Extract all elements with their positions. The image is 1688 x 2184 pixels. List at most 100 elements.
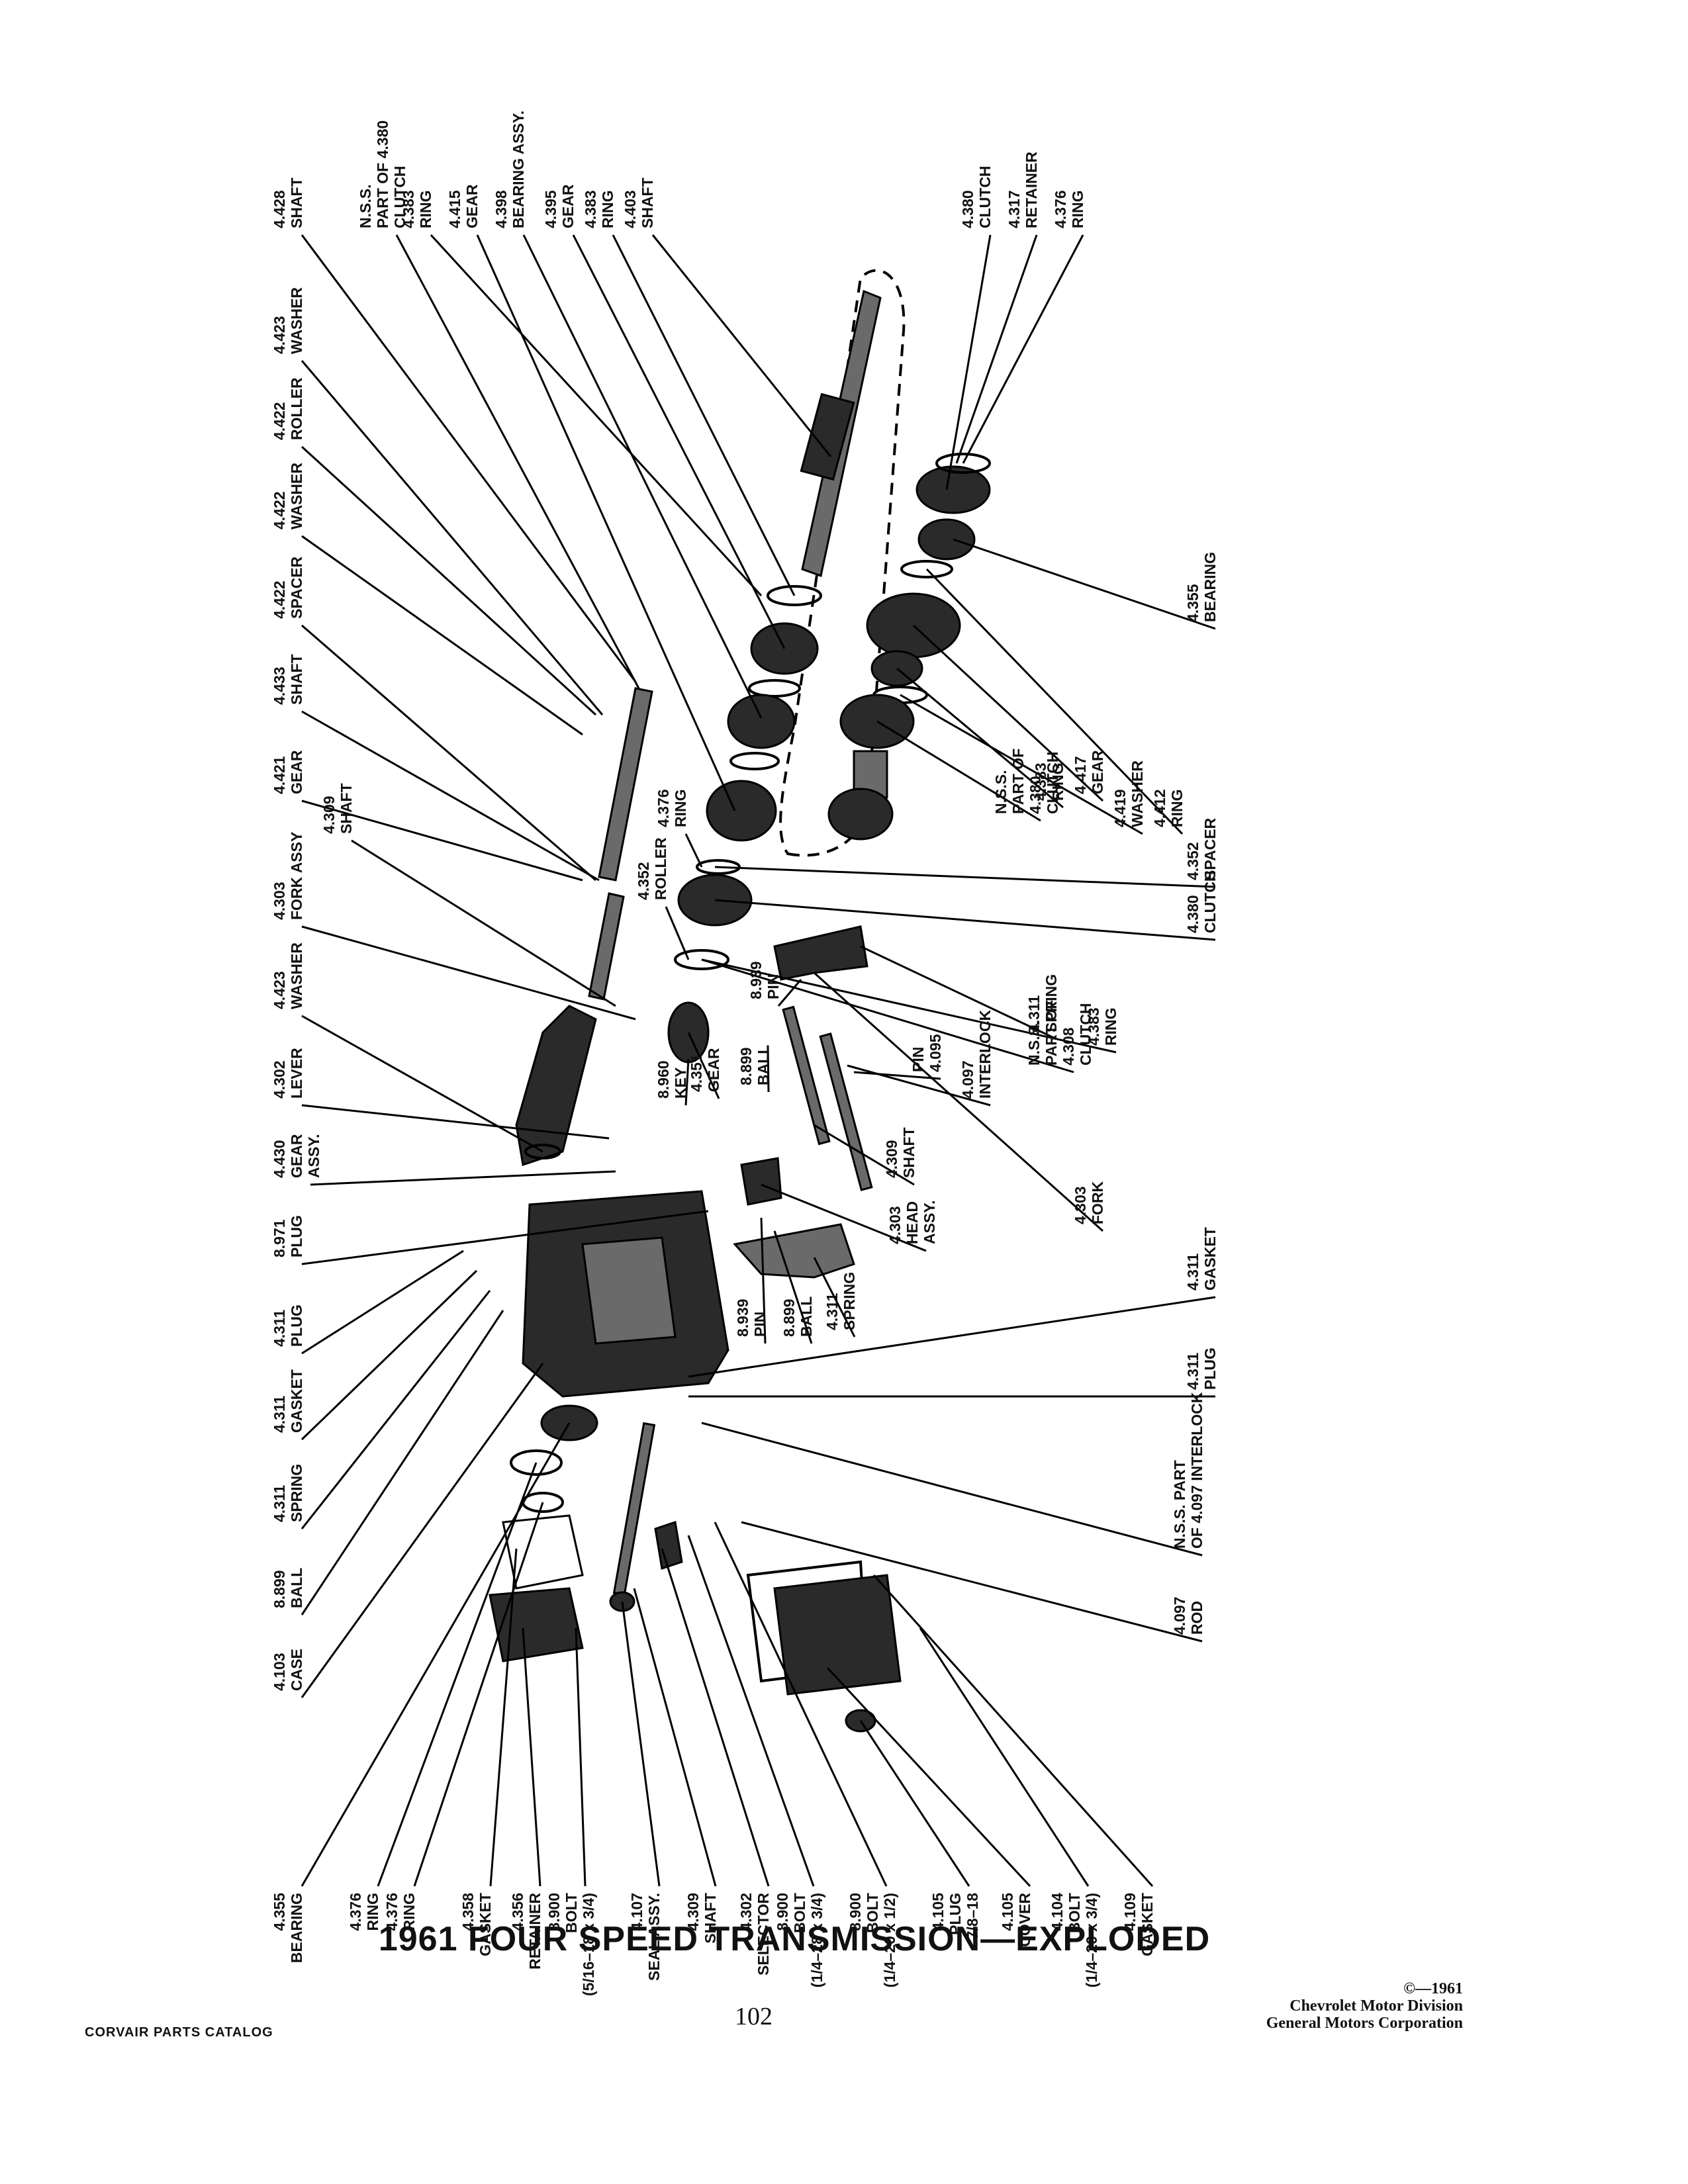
callout-line: INTERLOCK (976, 1009, 994, 1099)
callout-line: 4.376 (1052, 190, 1069, 228)
callout-text: 4.352SPACER (1184, 817, 1219, 880)
callout-line: CLUTCH (1077, 1003, 1094, 1066)
callout-line: PLUG (947, 1893, 964, 1935)
leader-line (301, 1250, 464, 1355)
callout-line: 4.358 (459, 1893, 477, 1931)
leader-line (476, 234, 736, 811)
callout-text: 4.383RING (400, 190, 434, 228)
ring-small (748, 679, 801, 698)
leader-line (714, 899, 1216, 941)
leader-line (760, 1217, 767, 1344)
callout-text: 4.309SHAFT (684, 1893, 719, 1944)
callout-left-15: 8.899BALL (271, 1568, 305, 1608)
page-title: 1961 FOUR SPEED TRANSMISSION—EXPLODED (378, 1920, 1211, 1958)
leader-line (953, 538, 1216, 630)
callout-line: 4.380 (1184, 895, 1201, 933)
leader-line (701, 958, 1074, 1073)
callout-text: 4.383RING (1032, 762, 1066, 801)
callout-line: ASSY. (305, 1134, 322, 1178)
callout-line: 4.352 (1184, 842, 1201, 880)
callout-line: RETAINER (1023, 152, 1040, 228)
callout-line: PLUG (1201, 1347, 1219, 1390)
copyright-year: ©—1961 (1403, 1980, 1463, 1997)
callout-line: ROD (1188, 1601, 1205, 1635)
callout-line: BEARING (288, 1893, 305, 1963)
callout-line: 4.423 (271, 971, 288, 1009)
callout-left-3: 4.422SPACER (271, 556, 305, 619)
leader-line (847, 1064, 991, 1107)
retainer-ring (935, 453, 991, 474)
leader-line (665, 906, 690, 960)
leader-line (900, 694, 1143, 835)
callout-line: GEAR (559, 184, 577, 228)
callout-line: PIN (751, 1312, 769, 1337)
callout-line: 4.383 (400, 190, 417, 228)
callout-line: 8.971 (271, 1219, 288, 1257)
shaft-4309-lower (612, 1422, 656, 1596)
callout-line: WASHER (1129, 760, 1146, 827)
callout-line: PIN (765, 974, 782, 999)
copyright-division: Chevrolet Motor Division (1289, 1997, 1463, 2015)
callout-line: 8.899 (737, 1047, 755, 1085)
retainer-4356 (489, 1587, 584, 1662)
callout-line: 4.303 (271, 882, 288, 920)
callout-line: SPACER (288, 556, 305, 619)
callout-line: 8.900 (847, 1893, 864, 1931)
callout-text: 4.395GEAR (542, 184, 577, 228)
callout-line: 4.308 (1060, 1027, 1077, 1066)
callout-right-8: 4.383RING (1085, 1007, 1119, 1046)
callout-line: 4.311 (271, 1396, 288, 1433)
callout-line: 4.351 (688, 1054, 705, 1092)
leader-line (301, 624, 596, 882)
callout-line: SHAFT (702, 1893, 719, 1944)
leader-line (301, 1310, 504, 1615)
callout-text: 4.398BEARING ASSY. (492, 111, 527, 228)
callout-line: RING (417, 191, 434, 229)
callout-bottom-10: 8.900BOLT(1/4–20 x 1/2) (847, 1893, 898, 1987)
callout-line: GEAR (288, 1134, 305, 1178)
callout-left-8: 4.423WASHER (271, 942, 305, 1009)
callout-line: (5/16–18 x 3/4) (580, 1893, 597, 1996)
callout-line: 8.900 (774, 1893, 791, 1931)
callout-line: BOLT (1066, 1893, 1083, 1933)
callout-line: N.S.S. (1025, 1022, 1043, 1066)
leader-line (896, 667, 1064, 809)
callout-line: BOLT (864, 1893, 881, 1933)
callout-right-1: N.S.S.PART OF4.380CLUTCH (992, 749, 1061, 814)
leader-line (301, 1422, 571, 1887)
callout-line: 4.395 (542, 190, 559, 228)
callout-line: BALL (288, 1568, 305, 1608)
callout-text: 4.358GASKET (459, 1893, 494, 1956)
callout-text: 4.103CASE (271, 1649, 305, 1691)
callout-line: RING (599, 191, 616, 229)
callout-line: CLUTCH (391, 165, 408, 228)
leader-line (301, 710, 600, 882)
leader-line (301, 1269, 478, 1441)
callout-text: 4.422SPACER (271, 556, 305, 619)
callout-text: 4.309SHAFT (320, 783, 355, 834)
leader-line (777, 979, 802, 1007)
leader-line (301, 445, 597, 716)
callout-line: 4.419 (1111, 789, 1129, 827)
callout-text: 8.899BALL (737, 1045, 772, 1085)
callout-text: 4.309SHAFT (883, 1127, 917, 1178)
callout-line: GEAR (463, 184, 481, 228)
callout-line: 8.939 (734, 1298, 751, 1337)
callout-text: 4.104BOLT(1/4–20 x 3/4) (1049, 1893, 1100, 1987)
callout-left-11: 8.971PLUG (271, 1215, 305, 1257)
callout-line: 4.398 (492, 190, 510, 228)
leader-line (301, 925, 636, 1021)
callout-line: OF 4.097 INTERLOCK (1188, 1392, 1205, 1549)
callout-line: 4.422 (271, 402, 288, 440)
callout-line: N.S.S. (357, 185, 374, 228)
callout-right-4: 4.419WASHER (1111, 760, 1146, 827)
callout-text: 4.376RING (1052, 190, 1086, 228)
leader-line (813, 972, 1104, 1232)
callout-text: 4.380CLUTCH (1184, 870, 1219, 933)
callout-bottom-12: 4.105COVER (999, 1893, 1033, 1947)
callout-middle-4: 4.351GEAR (688, 1048, 722, 1092)
leader-line (684, 1058, 690, 1106)
callout-text: 8.900BOLT(1/4–28 x 3/4) (774, 1893, 825, 1987)
callout-text: 4.383RING (1085, 1007, 1119, 1046)
callout-line: ROLLER (652, 837, 669, 900)
